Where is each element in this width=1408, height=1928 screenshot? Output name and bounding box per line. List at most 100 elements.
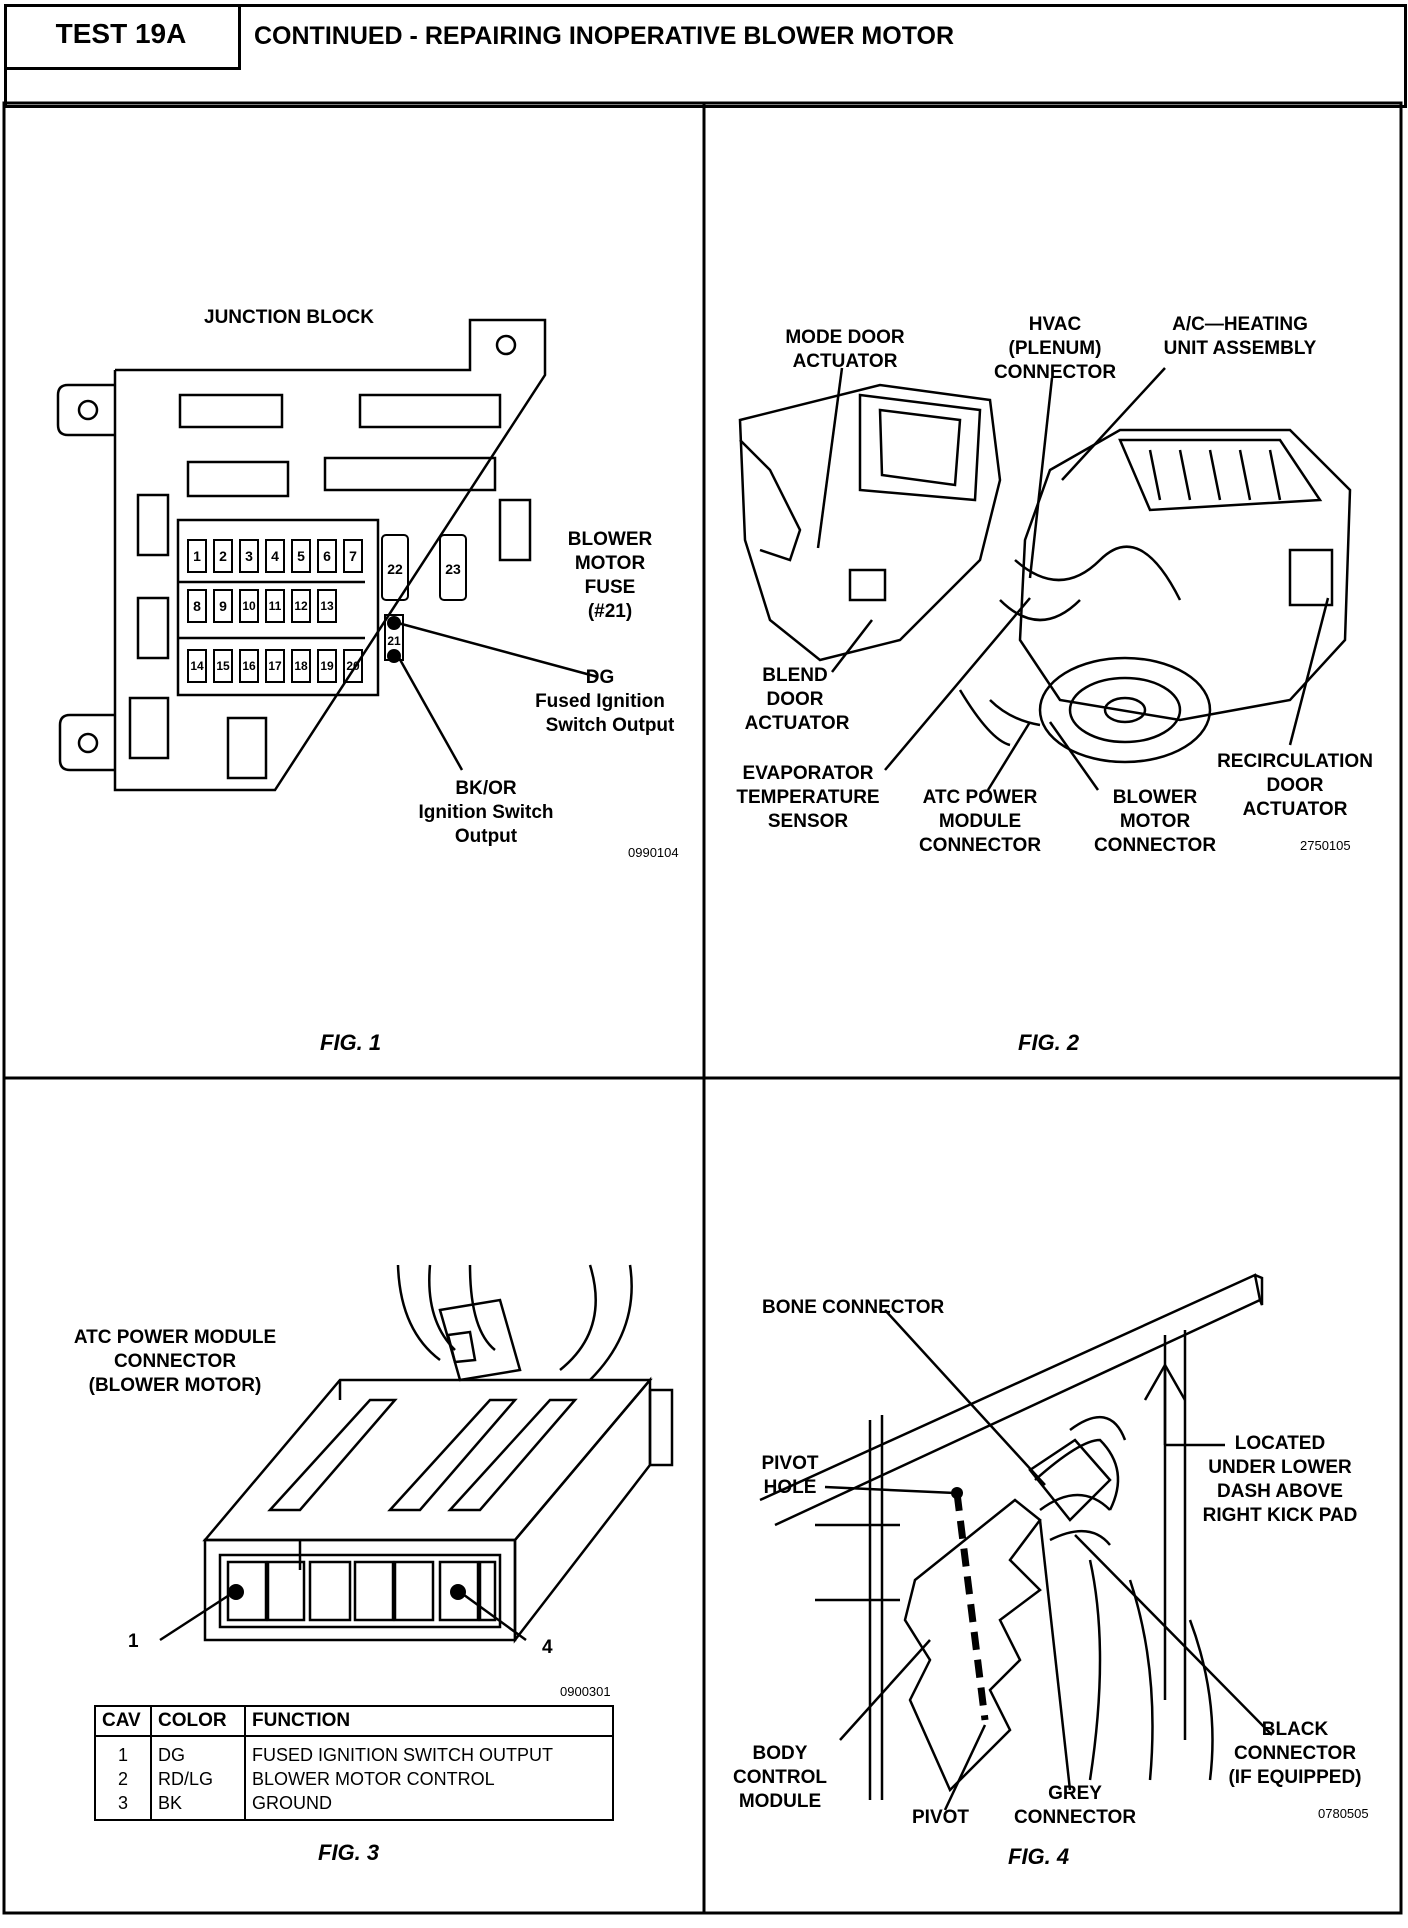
fuse-8: 8 — [193, 598, 201, 614]
blend-door-label-1: BLEND — [762, 665, 828, 686]
fuse-6: 6 — [323, 548, 331, 564]
cell-function: GROUND — [244, 1791, 614, 1821]
recirc-label-3: ACTUATOR — [1242, 799, 1348, 820]
header-color: COLOR — [150, 1705, 246, 1737]
blower-fuse-label-1: BLOWER — [567, 529, 653, 550]
fuse-9: 9 — [219, 598, 227, 614]
fig1-title: JUNCTION BLOCK — [204, 307, 374, 328]
blower-conn-label-3: CONNECTOR — [1093, 835, 1217, 856]
fig1-caption: FIG. 1 — [320, 1030, 382, 1055]
evap-label-1: EVAPORATOR — [742, 763, 874, 784]
bkor-label-1: BK/OR — [455, 778, 517, 799]
pin-4-label: 4 — [542, 1637, 553, 1658]
atc-label-1: ATC POWER MODULE — [73, 1327, 277, 1348]
fuse-15: 15 — [216, 659, 230, 673]
fuse-16: 16 — [242, 659, 256, 673]
hvac-label-1: HVAC — [1028, 314, 1082, 335]
located-label-2: UNDER LOWER — [1208, 1457, 1352, 1478]
pin-1-label: 1 — [128, 1631, 139, 1652]
fig2-caption: FIG. 2 — [1018, 1030, 1080, 1055]
bcm-label-2: CONTROL — [733, 1767, 827, 1788]
fuse-17: 17 — [268, 659, 282, 673]
hvac-label-3: CONNECTOR — [993, 362, 1117, 383]
ac-heating-label-2: UNIT ASSEMBLY — [1163, 338, 1317, 359]
cell-color: DG — [150, 1736, 246, 1767]
bcm-label-1: BODY — [752, 1743, 808, 1764]
header-cav: CAV — [94, 1705, 152, 1737]
cavity-table: CAV COLOR FUNCTION 1 DG FUSED IGNITION S… — [94, 1705, 614, 1821]
located-label-3: DASH ABOVE — [1217, 1481, 1343, 1502]
black-connector-label-2: CONNECTOR — [1233, 1743, 1357, 1764]
fuse-3: 3 — [245, 548, 253, 564]
fig4-code: 0780505 — [1318, 1806, 1369, 1821]
fuse-23: 23 — [445, 561, 461, 577]
recirc-label-2: DOOR — [1266, 775, 1324, 796]
recirc-label-1: RECIRCULATION — [1217, 751, 1373, 772]
dg-label-3: Switch Output — [545, 715, 675, 736]
grey-connector-label-2: CONNECTOR — [1013, 1807, 1137, 1828]
table-header-row: CAV COLOR FUNCTION — [94, 1705, 614, 1737]
fig1-code: 0990104 — [628, 845, 679, 860]
mode-door-label-1: MODE DOOR — [785, 327, 905, 348]
bkor-label-3: Output — [454, 826, 518, 847]
pivot-hole-label-2: HOLE — [763, 1477, 817, 1498]
blend-door-label-2: DOOR — [766, 689, 824, 710]
pivot-label: PIVOT — [912, 1807, 970, 1828]
bone-connector-label: BONE CONNECTOR — [762, 1297, 945, 1318]
atc-label-2: CONNECTOR — [113, 1351, 237, 1372]
blend-door-label-3: ACTUATOR — [744, 713, 850, 734]
hvac-label-2: (PLENUM) — [1008, 338, 1102, 359]
mode-door-label-2: ACTUATOR — [792, 351, 898, 372]
evap-label-3: SENSOR — [767, 811, 849, 832]
fuse-22: 22 — [387, 561, 403, 577]
fuse-18: 18 — [294, 659, 308, 673]
located-label-1: LOCATED — [1234, 1433, 1326, 1454]
fuse-19: 19 — [320, 659, 334, 673]
blower-conn-label-2: MOTOR — [1119, 811, 1191, 832]
fig2-code: 2750105 — [1300, 838, 1351, 853]
cell-function: BLOWER MOTOR CONTROL — [244, 1767, 614, 1791]
bcm-label-3: MODULE — [738, 1791, 822, 1812]
cell-color: BK — [150, 1791, 246, 1821]
located-label-4: RIGHT KICK PAD — [1202, 1505, 1358, 1526]
blower-fuse-label-2: MOTOR — [574, 553, 646, 574]
test-label-box — [4, 4, 241, 70]
fuse-5: 5 — [297, 548, 305, 564]
black-connector-label-3: (IF EQUIPPED) — [1228, 1767, 1362, 1788]
black-connector-label-1: BLACK — [1261, 1719, 1329, 1740]
atc-power-label-2: MODULE — [938, 811, 1022, 832]
atc-power-label-1: ATC POWER — [922, 787, 1038, 808]
blower-conn-label-1: BLOWER — [1112, 787, 1198, 808]
fuse-4: 4 — [271, 548, 279, 564]
fuse-2: 2 — [219, 548, 227, 564]
pivot-hole-label-1: PIVOT — [761, 1453, 819, 1474]
bkor-label-2: Ignition Switch — [418, 802, 554, 823]
fuse-13: 13 — [320, 599, 334, 613]
fuse-12: 12 — [294, 599, 308, 613]
fig3-caption: FIG. 3 — [318, 1840, 380, 1865]
header-function: FUNCTION — [244, 1705, 614, 1737]
atc-power-label-3: CONNECTOR — [918, 835, 1042, 856]
cell-color: RD/LG — [150, 1767, 246, 1791]
cell-function: FUSED IGNITION SWITCH OUTPUT — [244, 1736, 614, 1767]
blower-fuse-label-4: (#21) — [587, 601, 633, 622]
atc-label-3: (BLOWER MOTOR) — [88, 1375, 262, 1396]
cell-cav: 1 — [94, 1736, 152, 1767]
fuse-11: 11 — [268, 599, 282, 613]
fuse-7: 7 — [349, 548, 357, 564]
dg-label-2: Fused Ignition — [535, 691, 665, 712]
fuse-10: 10 — [242, 599, 256, 613]
table-row: 2 RD/LG BLOWER MOTOR CONTROL — [94, 1767, 614, 1791]
fig4-caption: FIG. 4 — [1008, 1844, 1070, 1869]
ac-heating-label-1: A/C—HEATING — [1172, 314, 1308, 335]
dg-label-1: DG — [585, 667, 615, 688]
table-row: 1 DG FUSED IGNITION SWITCH OUTPUT — [94, 1736, 614, 1767]
cell-cav: 2 — [94, 1767, 152, 1791]
fuse-21: 21 — [387, 634, 401, 648]
